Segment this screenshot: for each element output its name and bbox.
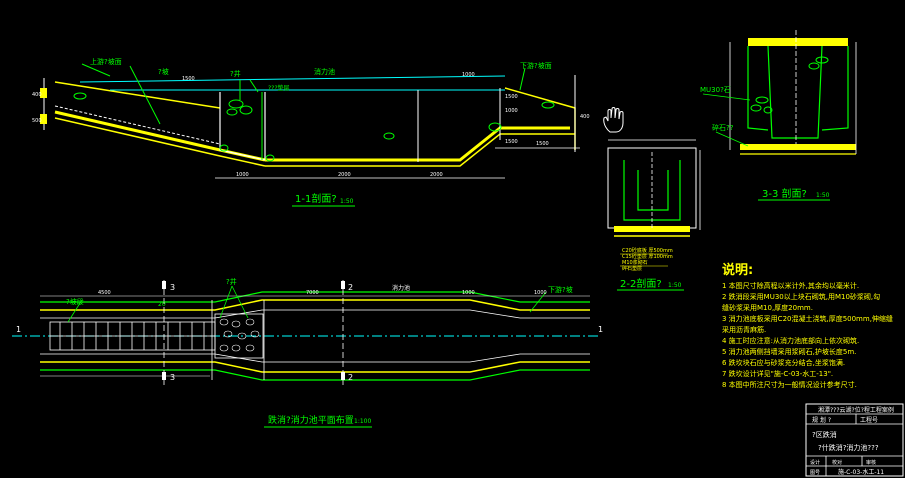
marker-3-top: 3 — [170, 283, 175, 292]
tb-role-1: 设计 — [810, 459, 820, 466]
dim-12: 400 — [580, 114, 590, 120]
plan-label-wall: ?井 — [226, 277, 237, 286]
tb-company: 湘潭???云湖?位?程工程案例 — [818, 406, 894, 414]
section-2-2-scale: 1:50 — [668, 282, 682, 289]
dim-7: 1000 — [236, 172, 249, 178]
tb-sheet-label: 图号 — [810, 470, 820, 476]
tb-row1-b: 工程号 — [860, 416, 878, 424]
marker-2-top: 2 — [348, 283, 353, 292]
marker-1-right: 1 — [598, 325, 603, 334]
note-item: 8 本图中所注尺寸为一般情况设计参考尺寸. — [722, 381, 857, 389]
dim-5: 1500 — [505, 139, 518, 145]
section-3-3-title: 3-3 剖面? — [762, 187, 807, 200]
note-item: 3 消力池底板采用C20混凝土浇筑,厚度500mm,伸缩缝 — [722, 315, 893, 323]
section-2-2-title: 2-2剖面? — [620, 277, 662, 290]
note-item: 2 跌消段采用MU30以上块石砌筑,用M10砂浆砌,勾 — [722, 293, 881, 301]
tb-role-3: 审核 — [866, 459, 876, 466]
note-item: 7 跌坎设计详见"施-C-03-水工-13". — [722, 370, 834, 378]
note-item: 6 跌坎块石应与砂浆充分结合,坐浆饱满. — [722, 359, 846, 367]
plan-dim-1: 4500 — [98, 290, 111, 296]
section-2-2: C20砼底板 厚500mm C15砼垫层 厚100mm M10浆砌石 碎石垫层 … — [607, 139, 701, 291]
tb-row3: ?什跌消?消力池??? — [818, 443, 879, 452]
plan-label-mid: 消力池 — [392, 284, 410, 292]
plan-title: 跌消?消力池平面布置 — [268, 414, 354, 426]
plan-dim-3: 1000 — [462, 290, 475, 296]
section-3-3: MU30?石 碎石?? 3-3 剖面? 1:50 — [700, 30, 857, 201]
marker-2-bottom: 2 — [348, 373, 353, 382]
label-base: 碎石?? — [712, 123, 734, 132]
dim-10: 400 — [32, 92, 42, 98]
label-note: ???垫层 — [268, 84, 290, 92]
title-block: 湘潭???云湖?位?程工程案例 规 划 ? 工程号 ?区跌消 ?什跌消?消力池?… — [805, 403, 904, 477]
note-item: 采用沥青麻筋. — [722, 326, 767, 334]
section-3-3-scale: 1:50 — [816, 192, 830, 199]
label-upstream: 上游?坡面 — [90, 57, 122, 66]
section-1-1-title: 1-1剖面? — [295, 192, 337, 205]
dim-8: 1500 — [536, 141, 549, 147]
design-notes: 说明: 1 本图尺寸除高程以米计外,其余均以毫米计. 2 跌消段采用MU30以上… — [722, 263, 900, 391]
s2-note-3: M10浆砌石 — [622, 259, 648, 266]
section-1-1: 上游?坡面 ?坡 ?井 消力池 ???垫层 下游?坡面 1500 1000 15… — [32, 57, 590, 207]
plan-dim-4: 1000 — [534, 290, 547, 296]
plan-label-left: ?坡段 — [66, 297, 84, 306]
dim-6: 2000 — [338, 172, 351, 178]
tb-role-2: 校对 — [832, 459, 842, 466]
label-downstream: 下游?坡面 — [520, 61, 552, 70]
note-item: 1 本图尺寸除高程以米计外,其余均以毫米计. — [722, 282, 860, 290]
plan-scale: 1:100 — [354, 418, 371, 425]
plan-view: 3 3 2 2 1 1 ?坡段 ?井 消力池 下游?坡 20 4500 7000… — [12, 277, 603, 428]
note-item: 4 施工时应注意:从消力池底部向上依次砌筑. — [722, 337, 860, 345]
note-item: 5 消力池两侧挡墙采用浆砌石,护坡长度5m. — [722, 348, 857, 356]
tb-row2: ?区跌消 — [812, 430, 837, 439]
note-item: 缝砂浆采用M10,厚度20mm. — [722, 304, 813, 312]
dim-11: 500 — [32, 118, 42, 124]
section-1-1-scale: 1:50 — [340, 198, 354, 205]
plan-label-right: 下游?坡 — [548, 285, 573, 294]
notes-title: 说明: — [722, 263, 754, 278]
s2-note-1: C20砼底板 厚500mm — [622, 247, 673, 254]
label-mu30: MU30?石 — [700, 86, 731, 94]
label-pool: 消力池 — [314, 67, 335, 76]
plan-label-beta: 20 — [158, 301, 166, 308]
s2-note-4: 碎石垫层 — [622, 265, 642, 272]
marker-3-bottom: 3 — [170, 373, 175, 382]
dim-4: 1000 — [505, 108, 518, 114]
marker-1-left: 1 — [16, 325, 21, 334]
plan-dim-2: 7000 — [306, 290, 319, 296]
dim-2: 1000 — [462, 72, 475, 78]
dim-3: 1500 — [505, 94, 518, 100]
label-wall: ?井 — [230, 69, 241, 78]
label-slope: ?坡 — [158, 67, 169, 76]
dim-1: 1500 — [182, 76, 195, 82]
tb-drawing-no: 施-C-03-水工-11 — [838, 468, 884, 476]
dim-9: 2000 — [430, 172, 443, 178]
s2-note-2: C15砼垫层 厚100mm — [622, 253, 673, 260]
tb-row1-a: 规 划 ? — [812, 416, 831, 424]
hand-cursor-icon — [603, 107, 624, 133]
